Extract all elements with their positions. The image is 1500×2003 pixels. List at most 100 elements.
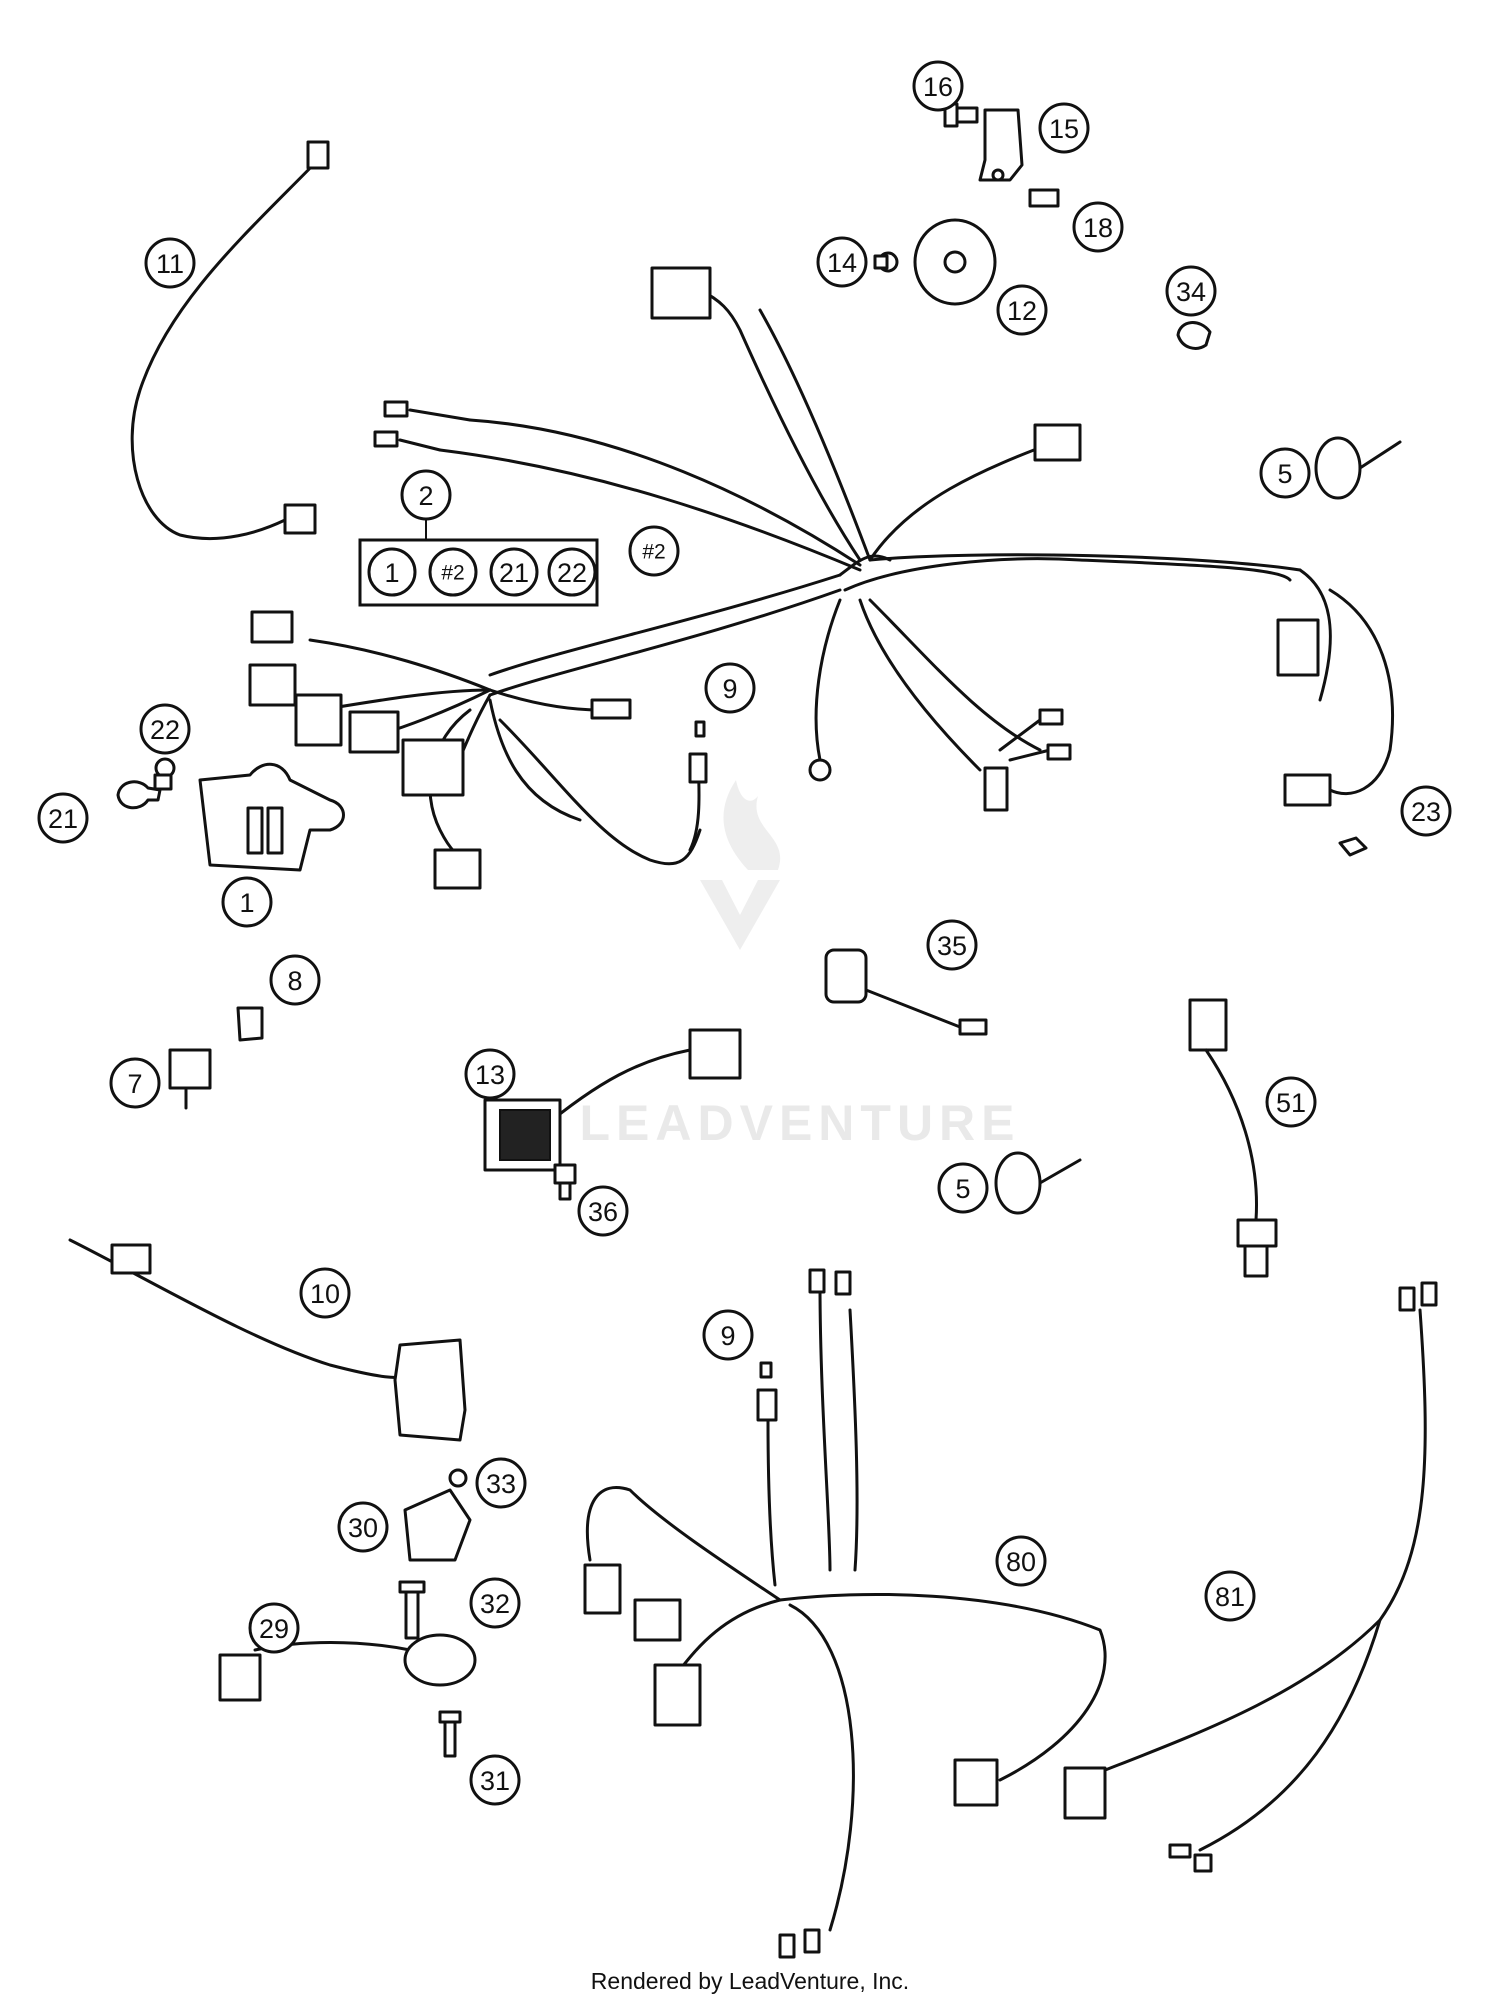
- screw: [438, 1710, 462, 1758]
- callout-nut: 33: [475, 1457, 527, 1509]
- callout-connector-cable: 35: [926, 919, 978, 971]
- callout-label: 22: [150, 715, 180, 745]
- callout-clip: 23: [1400, 785, 1452, 837]
- group-member-callout: #2: [428, 547, 478, 597]
- callout-circle: [704, 662, 756, 714]
- callout-label: 13: [475, 1060, 505, 1090]
- callout-label: 9: [720, 1321, 735, 1351]
- callout-screw: 14: [816, 236, 868, 288]
- callout-label: 8: [287, 966, 302, 996]
- relay: [168, 1048, 212, 1110]
- mounting-bracket: [198, 762, 345, 872]
- connector: [650, 266, 712, 320]
- callout-label: 5: [1277, 459, 1292, 489]
- temperature-sensor: [1188, 998, 1278, 1278]
- callout-circle: [702, 1309, 754, 1361]
- connector-cable: [824, 948, 988, 1036]
- callout-label: 1: [239, 888, 254, 918]
- main-wiring-harness: [248, 266, 1394, 890]
- callout-circle: [469, 1577, 521, 1629]
- bulb: [688, 720, 708, 852]
- callout-screw: 22: [139, 703, 191, 755]
- callout-clamp: 21: [37, 792, 89, 844]
- handlebar-switch: [68, 1238, 467, 1442]
- callout-label: 80: [1006, 1547, 1036, 1577]
- callout-circle: [937, 1162, 989, 1214]
- nut: [448, 1468, 468, 1488]
- screw: [553, 1163, 577, 1201]
- callout-circle: [996, 284, 1048, 336]
- callout-relay: 7: [109, 1057, 161, 1109]
- sub-harness: [583, 1268, 1107, 1959]
- bolt: [943, 102, 979, 128]
- screw: [153, 757, 176, 791]
- callout-circle: [299, 1267, 351, 1319]
- connector: [1283, 773, 1332, 807]
- callout-horn: 12: [996, 284, 1048, 336]
- callout-label: 7: [127, 1069, 142, 1099]
- callout-sub-harness: 80: [995, 1535, 1047, 1587]
- callout-circle: [1265, 1076, 1317, 1128]
- sensor: [218, 1633, 477, 1702]
- connector: [248, 663, 297, 707]
- screw: [398, 1580, 426, 1640]
- callout-circle: [367, 547, 417, 597]
- callout-circle: [337, 1501, 389, 1553]
- terminal: [1046, 743, 1072, 761]
- connector: [250, 610, 294, 644]
- callout-label: 51: [1276, 1088, 1306, 1118]
- connector: [983, 766, 1009, 812]
- callout-circle: [1072, 201, 1124, 253]
- callout-circle: [489, 547, 539, 597]
- callout-circle: [248, 1602, 300, 1654]
- clip: [1338, 836, 1368, 857]
- callout-circle: [995, 1535, 1047, 1587]
- callout-circle: [912, 60, 964, 112]
- callout-circle: [400, 469, 452, 521]
- callout-sub-harness: 81: [1204, 1570, 1256, 1622]
- callout-circle: [1400, 785, 1452, 837]
- callout-cable-tie: 5: [937, 1162, 989, 1214]
- callout-label: 1: [384, 558, 399, 588]
- callouts: 12#2557899101112131415161821222329303132…: [37, 60, 1452, 1806]
- watermark: LEADVENTURE: [579, 780, 1015, 1151]
- callout-circle: [144, 237, 196, 289]
- cable-tie: [1314, 436, 1402, 500]
- callout-label: 23: [1411, 797, 1441, 827]
- callout-screw: 36: [577, 1185, 629, 1237]
- footer-credit: Rendered by LeadVenture, Inc.: [590, 1968, 910, 1994]
- callout-bolt: 16: [912, 60, 964, 112]
- callout-label: 22: [557, 558, 587, 588]
- connector: [306, 140, 330, 170]
- connector: [294, 693, 343, 747]
- connector: [283, 503, 317, 535]
- terminal: [590, 698, 632, 720]
- callout-label: 36: [588, 1197, 618, 1227]
- callout-switch-housing: 30: [337, 1501, 389, 1553]
- cable-clip: [1176, 321, 1212, 350]
- connector: [348, 710, 400, 754]
- callout-circle: [428, 547, 478, 597]
- callout-label: 2: [418, 481, 433, 511]
- ring-terminal: [808, 758, 832, 782]
- cable-tie: [994, 1151, 1082, 1215]
- callout-bulb: 9: [704, 662, 756, 714]
- callout-voltage-regulator: 13: [464, 1048, 516, 1100]
- callout-screw: 31: [469, 1754, 521, 1806]
- terminal: [373, 430, 399, 448]
- callout-extension-cable: 11: [144, 237, 196, 289]
- callout-circle: [1259, 447, 1311, 499]
- callout-label: 31: [480, 1766, 510, 1796]
- callout-label: 18: [1083, 213, 1113, 243]
- callout-mounting-bracket: 1: [221, 876, 273, 928]
- group-box: [358, 538, 599, 607]
- callout-cable-tie: 5: [1259, 447, 1311, 499]
- horn: [913, 218, 997, 306]
- group-member-callout: 22: [547, 547, 597, 597]
- callout-relay-holder: 8: [269, 954, 321, 1006]
- callout-wiring-harness-assembly: 2: [400, 469, 452, 521]
- connector: [1033, 423, 1082, 462]
- callout-circle: [269, 954, 321, 1006]
- callout-circle: [1204, 1570, 1256, 1622]
- callout-label: 81: [1215, 1582, 1245, 1612]
